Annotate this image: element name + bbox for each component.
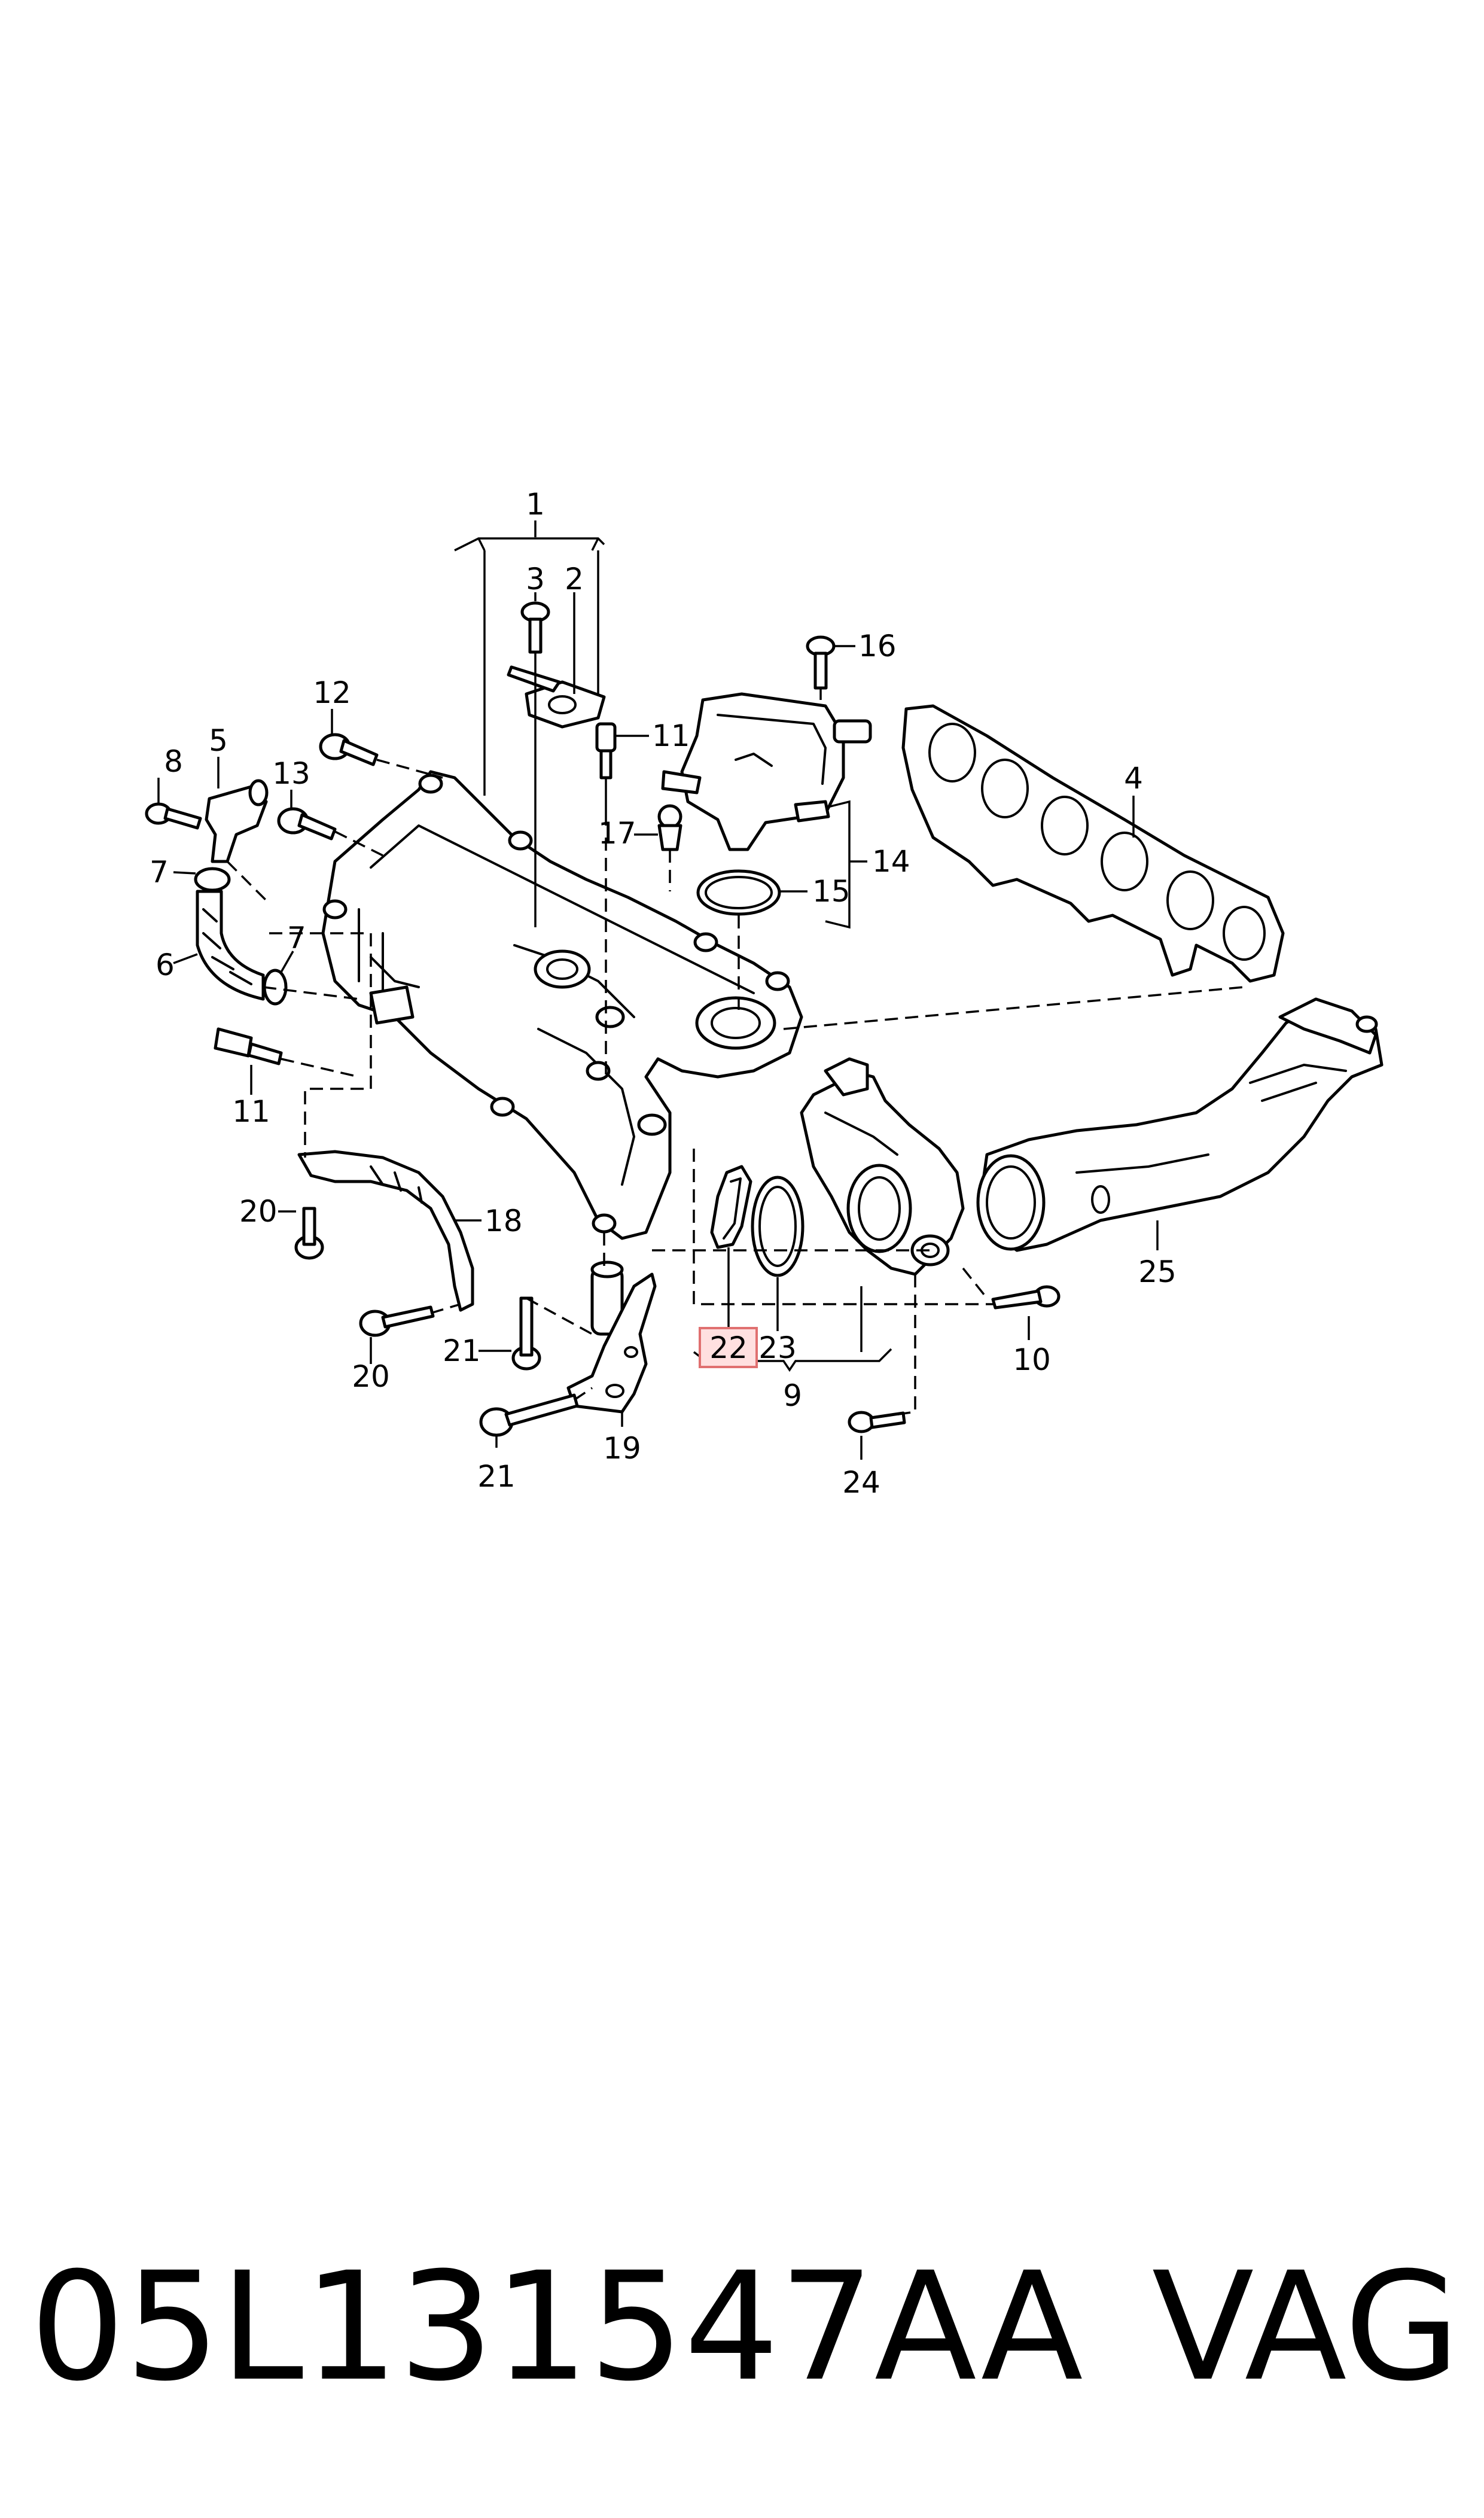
callout-24: 24 — [842, 1465, 880, 1500]
callout-19: 19 — [603, 1431, 641, 1466]
callout-23: 23 — [758, 1330, 797, 1365]
bolt-20-lower — [359, 1305, 435, 1337]
clip-7-left — [194, 867, 231, 892]
bolt-21-lower — [479, 1393, 579, 1437]
callout-14: 14 — [872, 844, 910, 879]
bolt-21-upper — [511, 1296, 541, 1371]
bolt-10 — [991, 1285, 1061, 1310]
throttle-body-9 — [800, 1057, 965, 1276]
callout-18: 18 — [484, 1204, 523, 1238]
callout-17: 17 — [598, 816, 636, 851]
callout-8: 8 — [164, 744, 183, 779]
sensor-11-upper — [595, 722, 617, 780]
bracket-19 — [566, 1260, 657, 1414]
callout-7-left: 7 — [150, 855, 169, 890]
bolt-24 — [848, 1411, 906, 1433]
o-ring-23 — [751, 1176, 805, 1277]
stud-17 — [657, 804, 682, 851]
callout-11-upper: 11 — [652, 718, 690, 753]
callout-22: 22 — [709, 1330, 748, 1365]
callout-10: 10 — [1013, 1342, 1051, 1377]
footer: 05L131547AA VAG — [0, 2237, 1484, 2417]
callout-13: 13 — [272, 756, 310, 791]
bolt-8 — [145, 802, 202, 830]
heat-shield-18 — [297, 1150, 474, 1312]
bolt-3 — [520, 601, 550, 654]
callout-5: 5 — [209, 723, 228, 758]
callout-4: 4 — [1124, 761, 1143, 796]
sensor-11-lower — [214, 1027, 283, 1065]
callout-20-lower: 20 — [352, 1359, 390, 1394]
part-number: 05L131547AA — [30, 2240, 1083, 2414]
callout-6: 6 — [156, 948, 175, 982]
hose-6 — [196, 890, 265, 1001]
leader-lines — [157, 520, 1159, 1460]
intake-manifold — [321, 770, 803, 1240]
callout-3: 3 — [526, 562, 545, 596]
bolt-13 — [277, 807, 337, 841]
bolt-12 — [319, 733, 379, 766]
sensor-flange — [507, 665, 606, 729]
callout-2: 2 — [565, 562, 584, 596]
callout-11-lower: 11 — [232, 1094, 270, 1129]
callout-9: 9 — [783, 1378, 802, 1413]
bolt-20-upper — [294, 1207, 324, 1260]
vent-connector-5 — [205, 779, 269, 863]
callout-7-right: 7 — [287, 921, 306, 955]
assembly-lines — [226, 688, 1245, 1419]
callout-1: 1 — [526, 487, 545, 522]
callout-22-highlight — [699, 1327, 758, 1368]
brand-name: VAG — [1151, 2240, 1460, 2414]
callout-12: 12 — [313, 675, 351, 710]
callout-21-lower: 21 — [477, 1459, 516, 1494]
callout-21-upper: 21 — [443, 1333, 481, 1368]
callout-labels: 1 3 2 16 12 11 5 8 13 4 17 14 7 15 7 6 1… — [150, 487, 1177, 1500]
gasket-22 — [710, 1165, 752, 1249]
gasket-4 — [901, 704, 1285, 983]
intake-pipe-25 — [976, 997, 1384, 1252]
callout-15: 15 — [812, 874, 851, 909]
bolt-16 — [806, 635, 836, 690]
callout-20-upper: 20 — [239, 1194, 278, 1229]
callout-16: 16 — [858, 629, 897, 663]
actuator-14 — [661, 692, 872, 851]
o-ring-15 — [696, 869, 781, 916]
callout-25: 25 — [1138, 1255, 1177, 1289]
